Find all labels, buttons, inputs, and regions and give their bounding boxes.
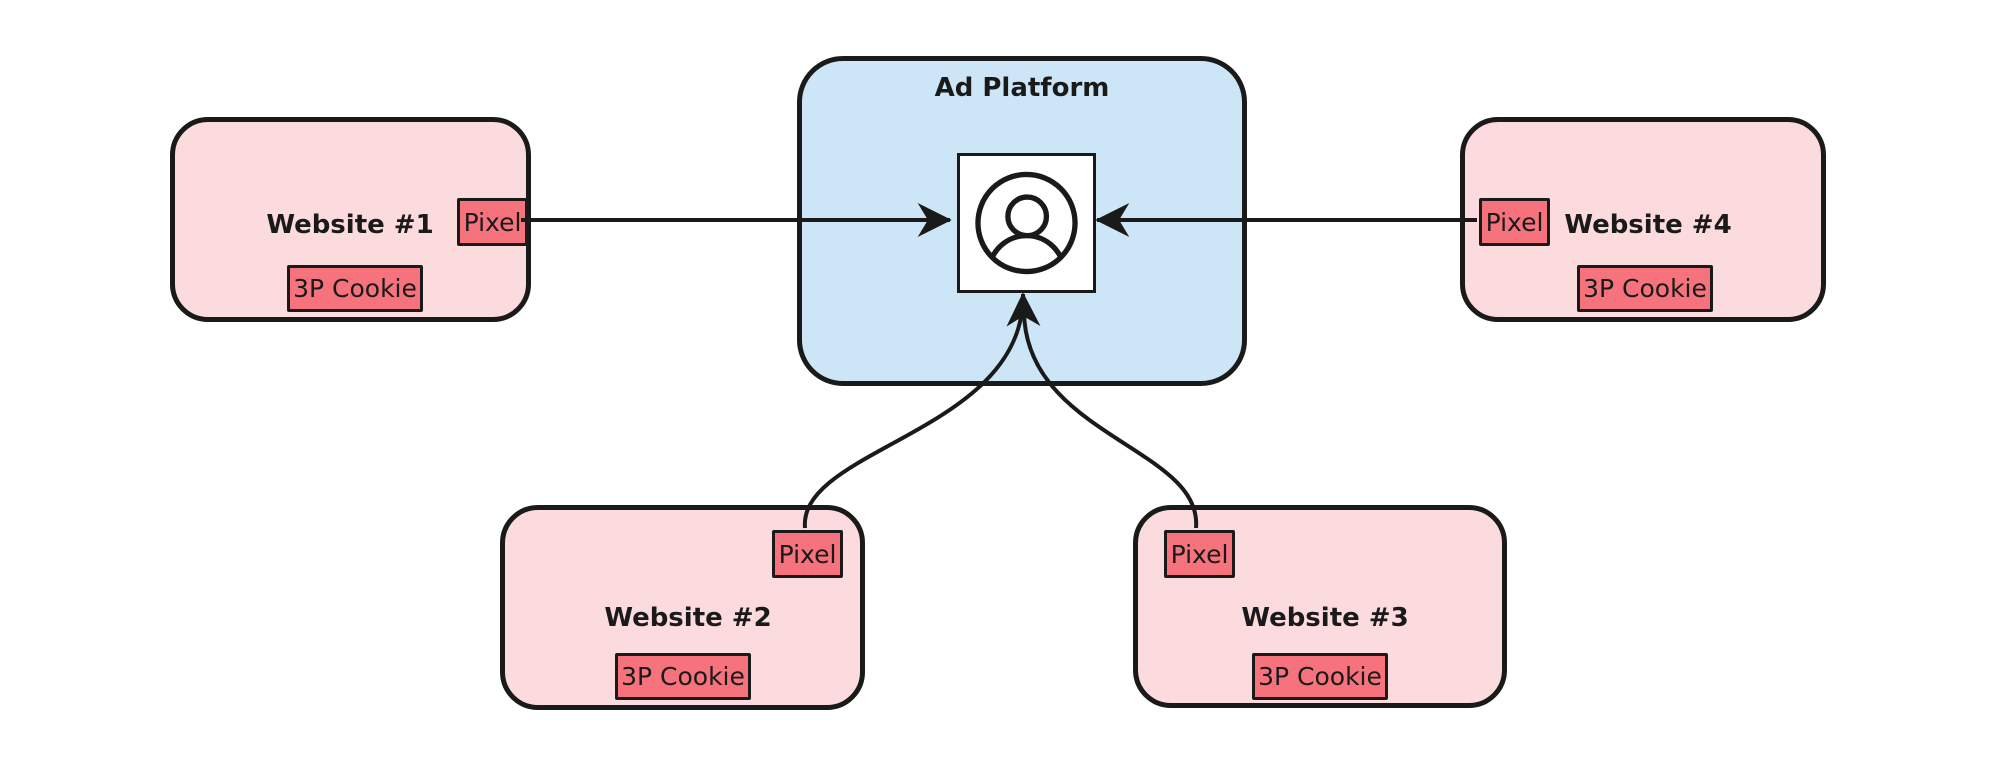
tracked-user-panel [957, 153, 1096, 293]
cookie-badge-label: 3P Cookie [1258, 662, 1382, 691]
node-website-4: Pixel Website #4 3P Cookie [1460, 117, 1826, 322]
user-outline-circle [975, 171, 1078, 275]
website-2-label: Website #2 [604, 603, 772, 633]
node-website-3: Pixel Website #3 3P Cookie [1133, 505, 1507, 708]
node-ad-platform: Ad Platform [797, 56, 1247, 386]
website-1-label: Website #1 [266, 210, 434, 240]
node-website-1: Website #1 Pixel 3P Cookie [170, 117, 531, 322]
pixel-badge-label: Pixel [778, 539, 837, 569]
website-2-pixel-badge: Pixel [772, 530, 843, 578]
website-2-cookie-badge: 3P Cookie [615, 653, 751, 700]
cookie-badge-label: 3P Cookie [621, 662, 745, 691]
user-head-circle [1005, 194, 1050, 239]
pixel-badge-label: Pixel [1485, 207, 1544, 237]
website-3-label: Website #3 [1241, 603, 1409, 633]
node-website-2: Pixel Website #2 3P Cookie [500, 505, 865, 710]
user-icon [975, 171, 1078, 275]
pixel-badge-label: Pixel [1170, 539, 1229, 569]
website-4-cookie-badge: 3P Cookie [1577, 265, 1713, 312]
website-1-pixel-badge: Pixel [457, 198, 528, 246]
pixel-badge-label: Pixel [463, 207, 522, 237]
website-4-pixel-badge: Pixel [1479, 198, 1550, 246]
website-3-cookie-badge: 3P Cookie [1252, 653, 1388, 700]
ad-platform-label: Ad Platform [934, 73, 1110, 103]
website-4-label: Website #4 [1564, 210, 1732, 240]
website-1-cookie-badge: 3P Cookie [287, 265, 423, 312]
cookie-badge-label: 3P Cookie [1583, 274, 1707, 303]
website-3-pixel-badge: Pixel [1164, 530, 1235, 578]
cookie-badge-label: 3P Cookie [293, 274, 417, 303]
